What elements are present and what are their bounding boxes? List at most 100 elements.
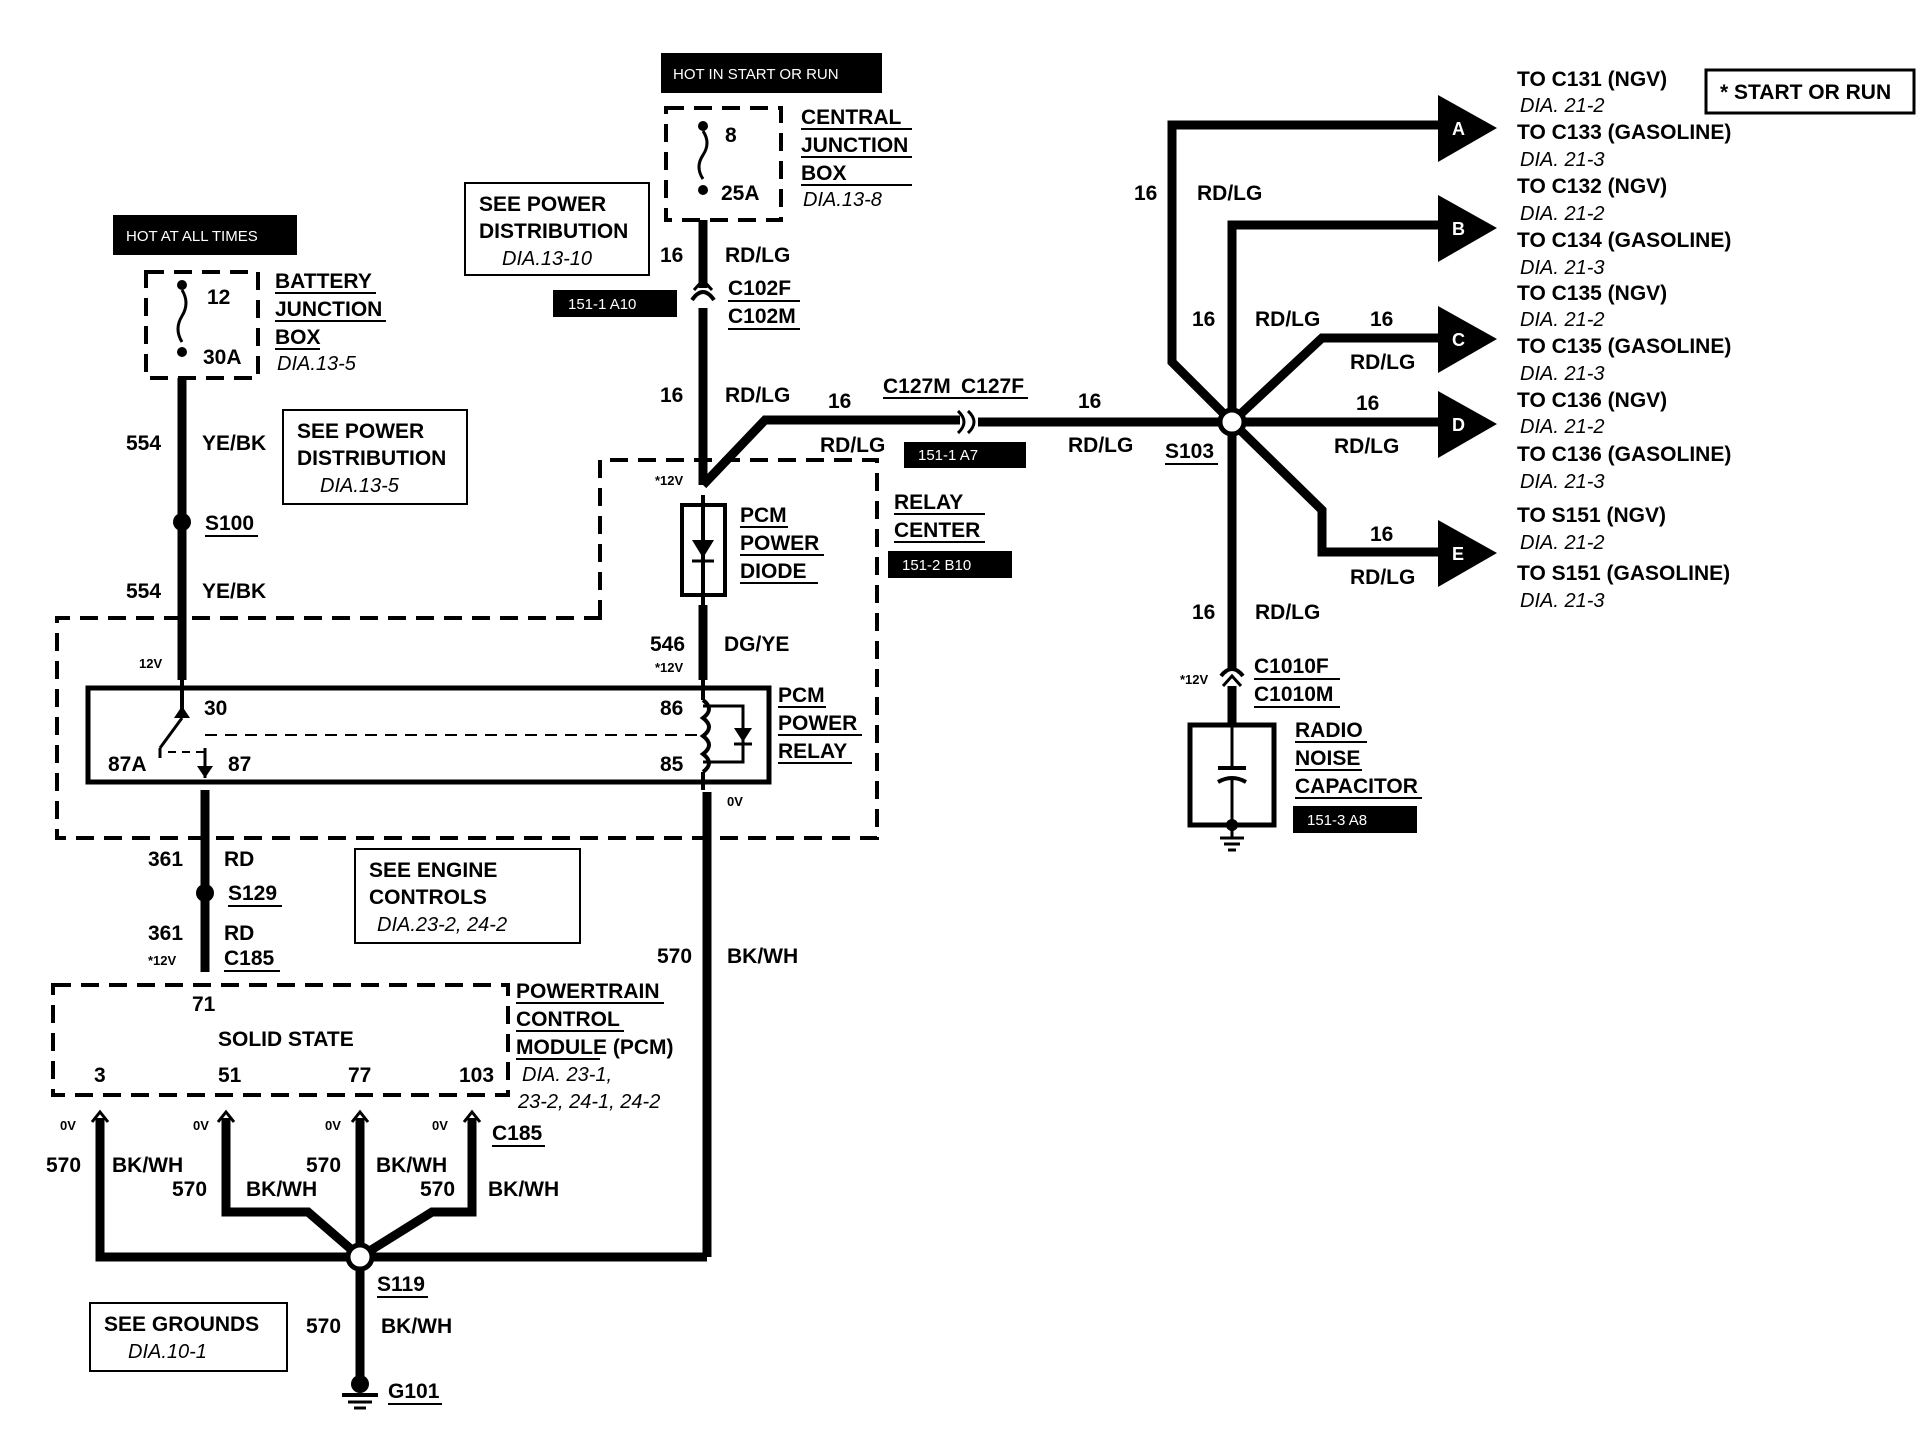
battery-junction-box-label: BATTERY JUNCTION BOX DIA.13-5 xyxy=(275,270,386,375)
wire-570-pin51 xyxy=(221,1118,363,1261)
svg-text:CAPACITOR: CAPACITOR xyxy=(1295,775,1418,798)
svg-text:85: 85 xyxy=(660,753,684,776)
svg-text:554: 554 xyxy=(126,580,161,603)
svg-text:554: 554 xyxy=(126,432,161,455)
pcm-module xyxy=(51,983,510,1097)
svg-text:HOT IN START OR RUN: HOT IN START OR RUN xyxy=(673,66,839,83)
svg-text:16: 16 xyxy=(828,390,851,413)
svg-text:BK/WH: BK/WH xyxy=(112,1154,183,1177)
svg-text:RD/LG: RD/LG xyxy=(1334,435,1399,458)
locator-c127: 151-1 A7 xyxy=(904,442,1026,468)
svg-text:CENTER: CENTER xyxy=(894,519,980,542)
svg-text:570: 570 xyxy=(306,1315,341,1338)
wire-16-rdlg-b xyxy=(1227,220,1445,422)
svg-text:RD/LG: RD/LG xyxy=(1255,308,1320,331)
see-power-distribution-top: SEE POWER DISTRIBUTION DIA.13-10 xyxy=(464,182,650,276)
svg-text:570: 570 xyxy=(306,1154,341,1177)
svg-text:SOLID STATE: SOLID STATE xyxy=(218,1028,354,1051)
svg-text:DIA. 21-3: DIA. 21-3 xyxy=(1520,471,1604,493)
pcm-power-relay-label: PCM POWER RELAY xyxy=(778,684,862,764)
locator-relay-center: 151-2 B10 xyxy=(888,551,1012,578)
svg-text:TO C135 (GASOLINE): TO C135 (GASOLINE) xyxy=(1517,335,1731,358)
svg-text:YE/BK: YE/BK xyxy=(202,580,266,603)
see-engine-controls: SEE ENGINE CONTROLS DIA.23-2, 24-2 xyxy=(354,848,581,944)
locator-capacitor: 151-3 A8 xyxy=(1293,806,1417,833)
svg-text:361: 361 xyxy=(148,848,183,871)
wire-16-rdlg-c xyxy=(1228,333,1445,426)
svg-text:PCM: PCM xyxy=(778,684,825,707)
svg-text:RD/LG: RD/LG xyxy=(1255,601,1320,624)
svg-text:0V: 0V xyxy=(325,1118,341,1133)
splice-s119 xyxy=(345,1242,375,1272)
see-power-distribution-left: SEE POWER DISTRIBUTION DIA.13-5 xyxy=(282,409,468,505)
svg-text:RADIO: RADIO xyxy=(1295,719,1363,742)
svg-text:0V: 0V xyxy=(432,1118,448,1133)
wire-570-pin3 xyxy=(95,1118,707,1262)
ground-icon xyxy=(1220,836,1244,852)
arrow-b: B xyxy=(1438,195,1497,262)
destination-e: TO S151 (NGV) DIA. 21-2 TO S151 (GASOLIN… xyxy=(1517,504,1730,612)
svg-text:361: 361 xyxy=(148,922,183,945)
svg-text:*12V: *12V xyxy=(1180,672,1209,687)
svg-text:*12V: *12V xyxy=(655,660,684,675)
svg-text:570: 570 xyxy=(657,945,692,968)
svg-text:DIA. 21-2: DIA. 21-2 xyxy=(1520,309,1604,331)
svg-text:RELAY: RELAY xyxy=(778,740,847,763)
destination-c: TO C135 (NGV) DIA. 21-2 TO C135 (GASOLIN… xyxy=(1517,282,1731,385)
svg-text:DIA. 21-3: DIA. 21-3 xyxy=(1520,590,1604,612)
svg-text:DIA. 21-3: DIA. 21-3 xyxy=(1520,257,1604,279)
svg-text:D: D xyxy=(1452,415,1465,435)
connector-c102 xyxy=(690,277,716,302)
svg-text:570: 570 xyxy=(172,1178,207,1201)
svg-text:HOT AT ALL TIMES: HOT AT ALL TIMES xyxy=(126,228,258,245)
svg-text:546: 546 xyxy=(650,633,685,656)
start-or-run-legend: * START OR RUN xyxy=(1704,68,1916,115)
svg-text:POWER: POWER xyxy=(778,712,857,735)
svg-text:16: 16 xyxy=(660,244,683,267)
svg-text:POWER: POWER xyxy=(740,532,819,555)
svg-text:SEE POWER: SEE POWER xyxy=(479,193,606,216)
svg-text:151-3 A8: 151-3 A8 xyxy=(1307,812,1367,829)
svg-text:RD/LG: RD/LG xyxy=(1350,566,1415,589)
svg-text:RD/LG: RD/LG xyxy=(725,244,790,267)
svg-text:JUNCTION: JUNCTION xyxy=(801,134,908,157)
svg-text:S103: S103 xyxy=(1165,440,1214,463)
svg-text:TO C136 (GASOLINE): TO C136 (GASOLINE) xyxy=(1517,443,1731,466)
svg-text:151-2 B10: 151-2 B10 xyxy=(902,557,971,574)
svg-text:TO S151 (NGV): TO S151 (NGV) xyxy=(1517,504,1666,527)
svg-text:0V: 0V xyxy=(727,794,743,809)
svg-text:S100: S100 xyxy=(205,512,254,535)
svg-text:TO C131 (NGV): TO C131 (NGV) xyxy=(1517,68,1667,91)
svg-text:S119: S119 xyxy=(377,1273,425,1296)
svg-text:86: 86 xyxy=(660,697,683,720)
arrow-d: D xyxy=(1438,391,1497,458)
svg-text:30A: 30A xyxy=(203,346,242,369)
svg-text:BK/WH: BK/WH xyxy=(376,1154,447,1177)
svg-text:TO C134 (GASOLINE): TO C134 (GASOLINE) xyxy=(1517,229,1731,252)
svg-text:A: A xyxy=(1452,119,1465,139)
svg-text:YE/BK: YE/BK xyxy=(202,432,266,455)
c185-bottom-connectors xyxy=(90,1109,482,1123)
destination-a: TO C131 (NGV) DIA. 21-2 TO C133 (GASOLIN… xyxy=(1517,68,1731,171)
svg-text:71: 71 xyxy=(192,993,216,1016)
radio-noise-capacitor xyxy=(1187,722,1277,838)
svg-text:BK/WH: BK/WH xyxy=(246,1178,317,1201)
pcm-power-relay xyxy=(85,685,772,785)
svg-text:PCM: PCM xyxy=(740,504,787,527)
svg-text:12: 12 xyxy=(207,286,230,309)
svg-text:CENTRAL: CENTRAL xyxy=(801,106,901,129)
svg-text:RD/LG: RD/LG xyxy=(1350,351,1415,374)
svg-text:TO C133 (GASOLINE): TO C133 (GASOLINE) xyxy=(1517,121,1731,144)
svg-text:S129: S129 xyxy=(228,882,277,905)
svg-text:*12V: *12V xyxy=(655,473,684,488)
svg-text:MODULE (PCM): MODULE (PCM) xyxy=(516,1036,673,1059)
svg-text:DIA.10-1: DIA.10-1 xyxy=(128,1341,207,1363)
svg-text:BK/WH: BK/WH xyxy=(727,945,798,968)
svg-text:TO S151 (GASOLINE): TO S151 (GASOLINE) xyxy=(1517,562,1730,585)
svg-text:CONTROL: CONTROL xyxy=(516,1008,620,1031)
wire-16-rdlg-to-c127 xyxy=(699,415,960,489)
svg-text:0V: 0V xyxy=(193,1118,209,1133)
svg-text:DIA.13-5: DIA.13-5 xyxy=(277,353,357,375)
svg-text:NOISE: NOISE xyxy=(1295,747,1360,770)
